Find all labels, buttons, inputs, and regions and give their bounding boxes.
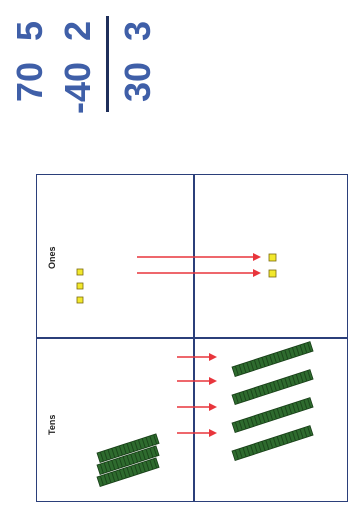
subtrahend-ones: 2 [57,20,98,42]
unit-cube-icon [268,269,277,278]
unit-cube-icon [76,296,84,304]
ten-rod-icon [96,457,160,488]
ten-rod-icon [96,433,160,464]
ten-rod-icon [231,397,314,434]
unit-cube-icon [76,268,84,276]
difference-tens: 30 [117,62,158,103]
ten-rod-icon [231,341,314,378]
sum-line [106,16,109,112]
ten-rod-icon [231,425,314,462]
ten-rod-icon [96,445,160,476]
subtrahend-row: -40 2 [50,14,106,114]
unit-cube-icon [268,253,277,262]
manipulatives [76,253,314,488]
ten-rod-icon [231,369,314,406]
place-value-board: Tens Ones [36,174,348,502]
subtrahend-tens: -40 [57,61,98,114]
difference-row: 30 3 [110,14,166,114]
difference-ones: 3 [117,20,158,42]
unit-cube-icon [76,282,84,290]
